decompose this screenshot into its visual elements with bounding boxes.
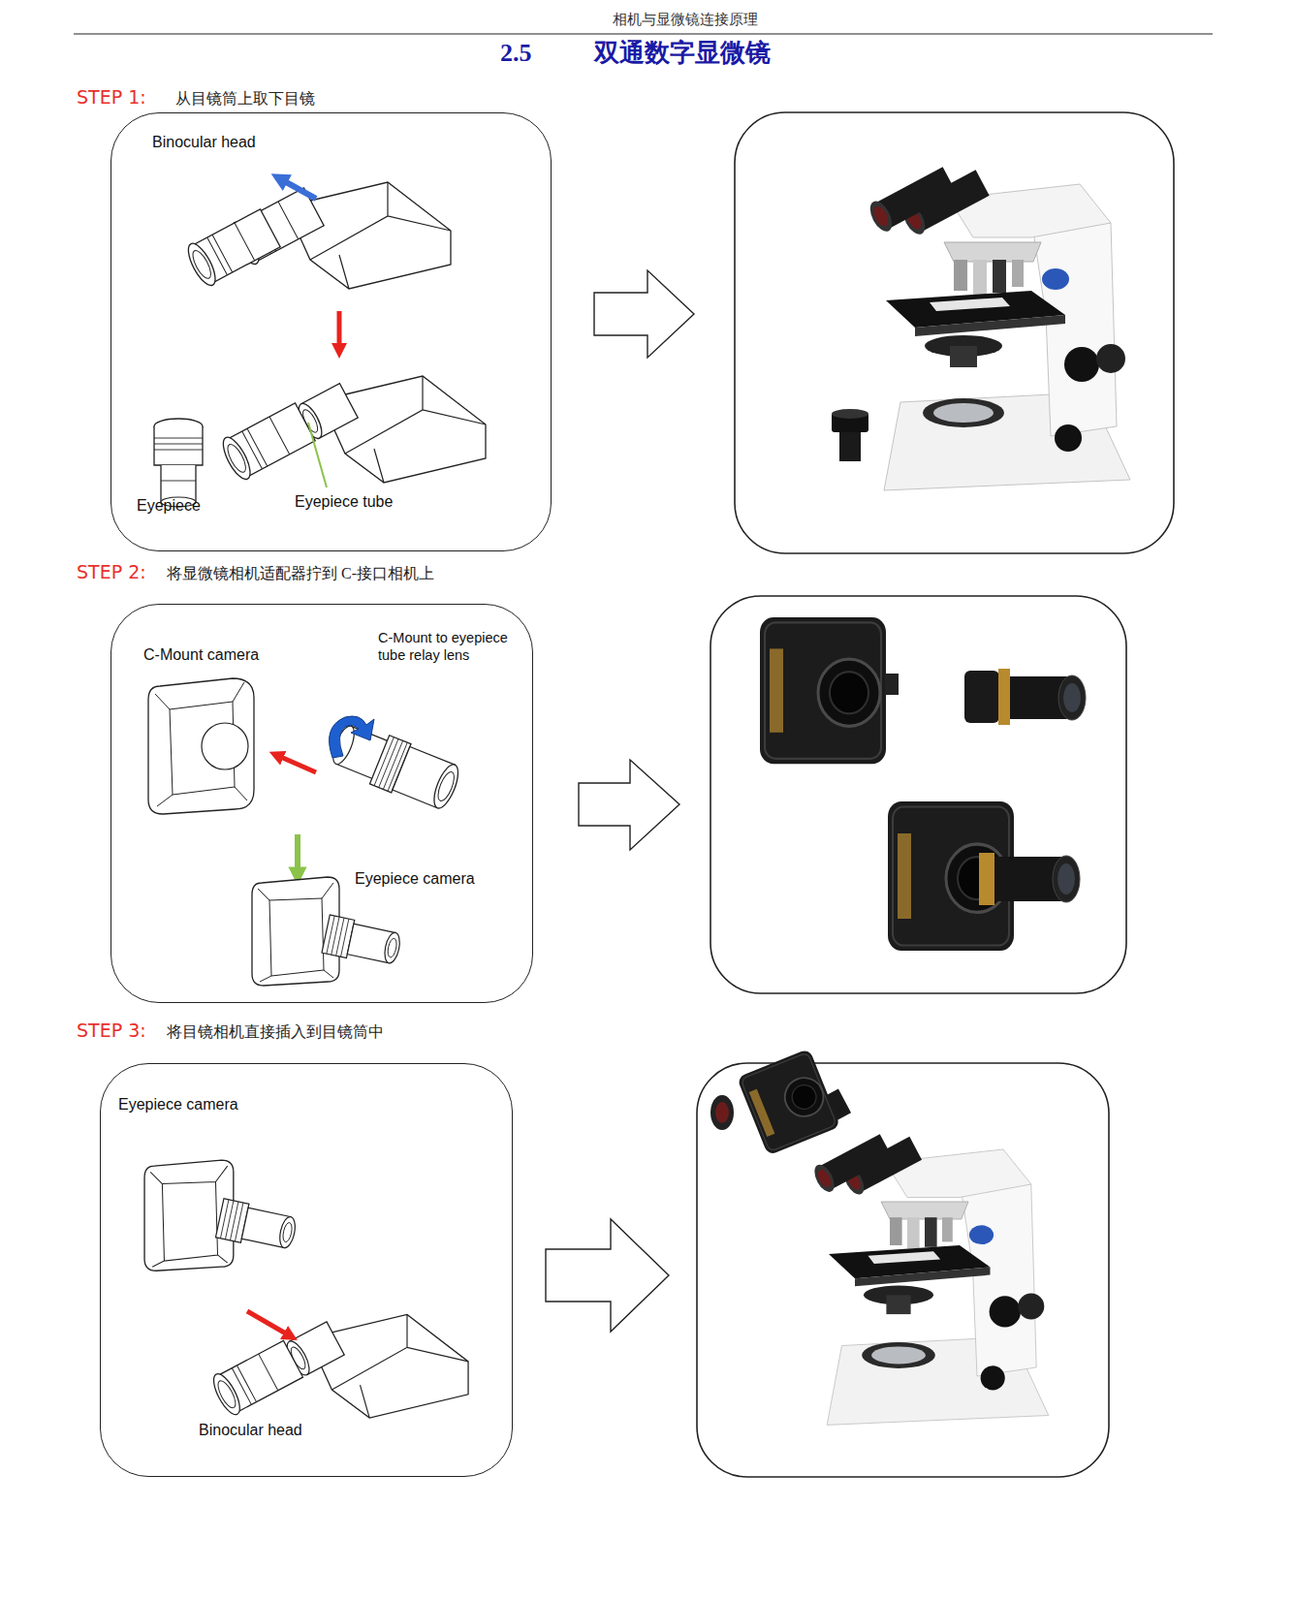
illustration-part <box>1052 855 1080 903</box>
illustration-part <box>734 112 1174 554</box>
illustration-part <box>294 834 301 877</box>
illustration-part <box>308 1314 469 1419</box>
illustration-part <box>978 852 1080 906</box>
illustration-part <box>831 409 869 419</box>
illustration-part <box>998 668 1010 726</box>
illustration-part <box>1063 683 1081 713</box>
illustration-part <box>160 465 196 503</box>
illustration-part <box>435 769 458 803</box>
illustration-part <box>183 182 451 289</box>
page-header: 相机与显微镜连接原理 <box>539 10 831 30</box>
part-label: Eyepiece tube <box>294 492 393 512</box>
illustration-part <box>978 852 995 906</box>
illustration-part <box>715 1102 729 1124</box>
step-text: 将目镜相机直接插入到目镜筒中 <box>166 1022 384 1043</box>
part-label: Binocular head <box>198 1420 303 1441</box>
illustration-part <box>320 376 486 483</box>
illustration-part <box>736 1048 841 1157</box>
illustration-part <box>884 673 899 695</box>
illustration-part <box>710 596 1127 994</box>
illustration-part <box>218 401 316 483</box>
illustration-part <box>183 207 282 289</box>
illustration-part <box>1058 675 1086 721</box>
step-text: 从目镜筒上取下目镜 <box>175 89 316 110</box>
step-number: STEP 1: <box>76 86 147 108</box>
part-label: C-Mount camera <box>143 645 259 665</box>
section-title: 2.5 双通数字显微镜 <box>500 35 771 70</box>
illustration-part <box>326 718 465 815</box>
illustration-part <box>710 1095 734 1131</box>
step-panel: C-Mount camera C-Mount to eyepiece tube r… <box>110 603 534 1004</box>
illustration-part <box>710 1095 734 1131</box>
illustration-part <box>884 668 1086 726</box>
illustration-part <box>154 426 203 466</box>
illustration-part <box>329 716 375 758</box>
part-label: Eyepiece camera <box>354 869 475 889</box>
illustration-part <box>208 1314 469 1419</box>
part-label: Eyepiece camera <box>118 1095 239 1115</box>
illustration-part <box>831 409 869 462</box>
illustration-part <box>148 678 254 815</box>
illustration-part <box>148 678 254 815</box>
part-label: Eyepiece <box>136 496 201 516</box>
illustration-part <box>247 1311 291 1337</box>
illustration-part <box>201 723 249 770</box>
illustration-part <box>337 311 343 351</box>
illustration-part <box>736 1048 841 1157</box>
illustration-part <box>1057 863 1075 895</box>
step-number: STEP 2: <box>76 561 147 583</box>
illustration-part <box>160 480 196 482</box>
illustration-part <box>279 178 316 199</box>
illustration-part <box>208 1339 304 1420</box>
illustration-part <box>578 759 680 851</box>
illustration-part <box>865 165 1131 491</box>
step-number: STEP 3: <box>76 1019 147 1042</box>
illustration-part <box>545 1219 669 1332</box>
illustration-part <box>252 877 404 986</box>
part-label: C-Mount to eyepiece tube relay lens <box>378 629 524 664</box>
illustration-part <box>759 617 886 764</box>
illustration-part <box>429 761 464 812</box>
illustration-part <box>218 376 486 483</box>
illustration-part <box>73 32 1213 34</box>
illustration-part <box>810 1133 1049 1426</box>
illustration-part <box>276 755 316 773</box>
illustration-part <box>144 1160 299 1271</box>
step-text: 将显微镜相机适配器拧到 C-接口相机上 <box>166 564 435 585</box>
illustration-part <box>155 682 248 807</box>
illustration-part <box>154 438 203 450</box>
step-panel: Binocular headEyepiece Eyepiece tube <box>110 112 552 552</box>
illustration-part <box>594 270 695 358</box>
illustration-part <box>308 422 327 488</box>
step-panel: Eyepiece cameraBinocular head <box>99 1063 513 1478</box>
part-label: Binocular head <box>152 132 256 153</box>
illustration-part <box>964 670 1000 724</box>
illustration-part <box>154 418 203 507</box>
